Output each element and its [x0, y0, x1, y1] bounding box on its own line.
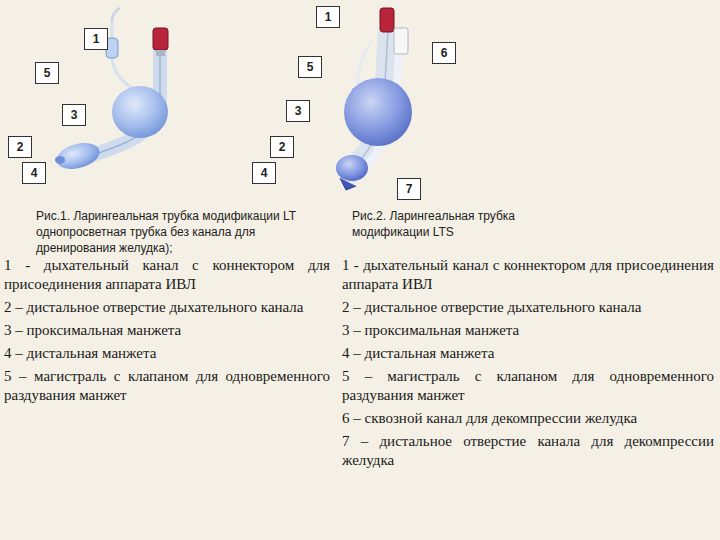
- callout-number: 2: [270, 136, 294, 158]
- part-description: 1 - дыхательный канал с коннектором для …: [342, 256, 714, 294]
- part-description: 1 - дыхательный канал с коннектором для …: [4, 256, 330, 294]
- figure-caption: Рис.1. Ларингеальная трубка модификации …: [36, 208, 336, 256]
- callout-number: 2: [8, 136, 32, 158]
- legend-column: 1 - дыхательный канал с коннектором для …: [4, 256, 330, 409]
- part-description: 2 – дистальное отверстие дыхательного ка…: [342, 298, 714, 317]
- part-description: 7 – дистальное отверстие канала для деко…: [342, 432, 714, 470]
- tube-lt: [54, 8, 168, 173]
- part-description: 5 – магистраль с клапаном для одновремен…: [4, 367, 330, 405]
- tube-lts: [336, 8, 412, 190]
- callout-number: 4: [252, 162, 276, 184]
- callout-number: 5: [35, 62, 59, 84]
- part-description: 2 – дистальное отверстие дыхательного ка…: [4, 298, 330, 317]
- callout-number: 4: [22, 162, 46, 184]
- callout-number: 5: [298, 56, 322, 78]
- callout-number: 7: [397, 178, 421, 200]
- callout-number: 1: [316, 6, 340, 28]
- part-description: 4 – дистальная манжета: [342, 344, 714, 363]
- part-description: 3 – проксимальная манжета: [342, 321, 714, 340]
- callout-number: 6: [432, 42, 456, 64]
- callout-number: 3: [286, 100, 310, 122]
- part-description: 5 – магистраль с клапаном для одновремен…: [342, 367, 714, 405]
- callout-number: 3: [62, 104, 86, 126]
- part-description: 3 – проксимальная манжета: [4, 321, 330, 340]
- part-description: 4 – дистальная манжета: [4, 344, 330, 363]
- callout-number: 1: [84, 28, 108, 50]
- figure-caption: Рис.2. Ларингеальная трубка модификации …: [352, 208, 542, 240]
- legend-column: 1 - дыхательный канал с коннектором для …: [342, 256, 714, 474]
- part-description: 6 – сквозной канал для декомпрессии желу…: [342, 409, 714, 428]
